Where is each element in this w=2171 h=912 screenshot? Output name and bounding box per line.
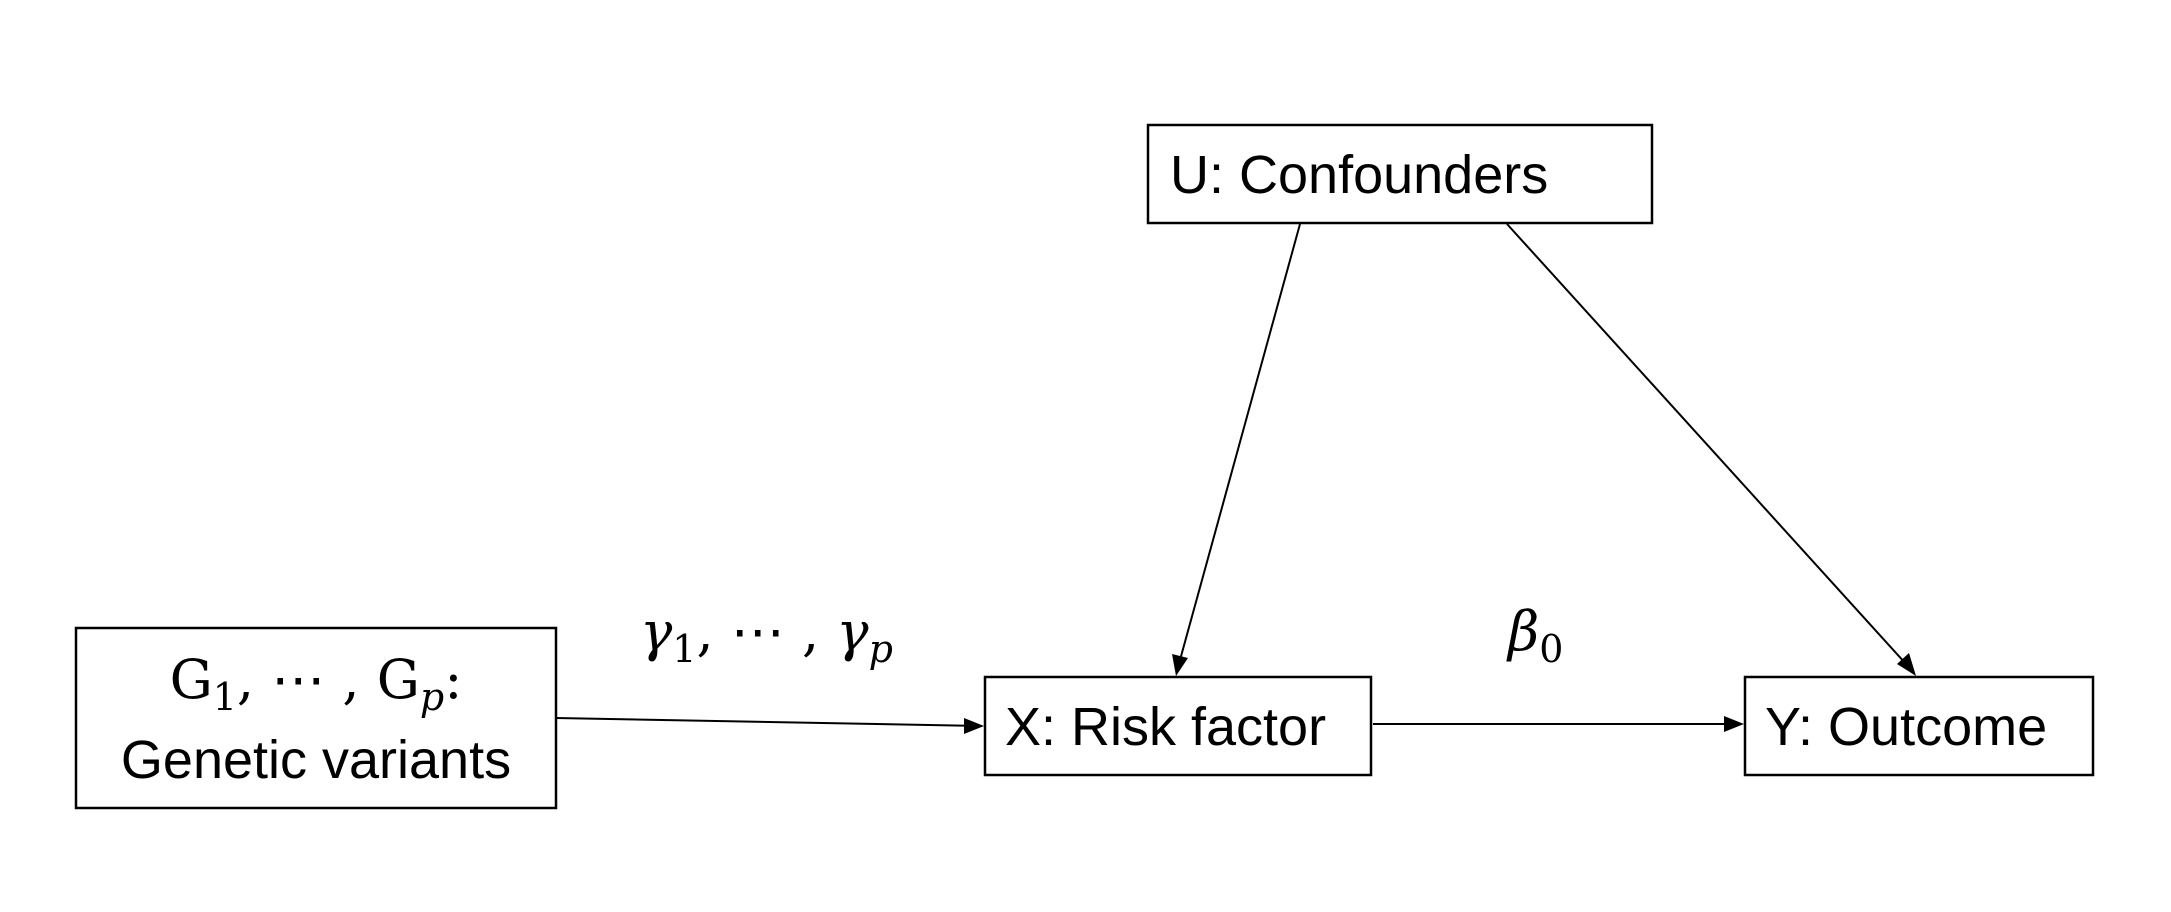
outcome-label: Y: Outcome (1765, 697, 2047, 757)
edge-risk-factor-to-outcome (1373, 716, 1744, 732)
gamma-subscript-1: 1 (672, 627, 696, 671)
gamma-symbol-2: γ (836, 600, 869, 663)
genetic-variants-box (74, 626, 558, 810)
node-risk-factor: X: Risk factor (983, 675, 1373, 777)
edge-confounders-to-outcome (1506, 223, 1916, 676)
gamma-separator: , ⋯ , (696, 600, 836, 663)
g-suffix: : (444, 648, 462, 711)
genetic-variants-math: G1, ⋯ , Gp: (170, 648, 463, 719)
node-genetic-variants: G1, ⋯ , Gp: Genetic variants (74, 626, 558, 810)
g-base-1: G (170, 648, 213, 711)
arrowhead-icon (1897, 653, 1916, 676)
gamma-subscript-2: p (869, 627, 893, 671)
genetic-variants-label: Genetic variants (121, 730, 511, 790)
edge-label-gamma: γ1, ⋯ , γp (640, 600, 893, 671)
g-subscript-1: 1 (213, 675, 237, 719)
edge-label-beta: β0 (1506, 600, 1563, 671)
gamma-symbol-1: γ (640, 600, 673, 663)
arrowhead-icon (1724, 716, 1744, 732)
beta-symbol: β (1506, 600, 1539, 663)
beta-subscript: 0 (1539, 627, 1563, 671)
edge-genetic-variants-to-risk-factor (555, 717, 984, 734)
g-subscript-2: p (420, 675, 444, 719)
risk-factor-box (983, 675, 1373, 777)
node-outcome: Y: Outcome (1743, 675, 2095, 777)
g-separator: , ⋯ , (237, 648, 377, 711)
confounders-box (1146, 123, 1654, 225)
outcome-box (1743, 675, 2095, 777)
g-base-2: G (377, 648, 420, 711)
edge-confounders-to-risk-factor (1172, 223, 1301, 676)
arrowhead-icon (964, 718, 984, 734)
risk-factor-label: X: Risk factor (1005, 697, 1326, 757)
confounders-label: U: Confounders (1170, 145, 1548, 205)
arrowhead-icon (1172, 654, 1188, 676)
node-confounders: U: Confounders (1146, 123, 1654, 225)
